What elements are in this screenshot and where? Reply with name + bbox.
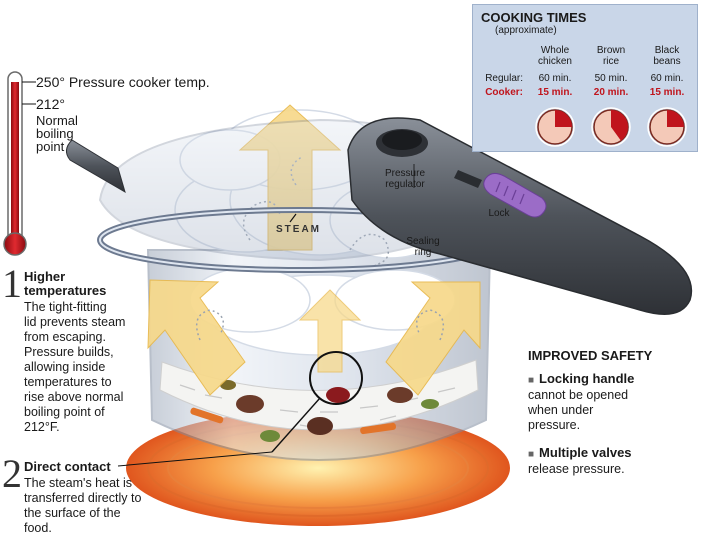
long-handle bbox=[347, 117, 693, 315]
cooker-time-rice: 20 min. bbox=[593, 87, 629, 98]
safety-item-locking: Locking handle cannot be opened when und… bbox=[528, 372, 708, 433]
safety-title: IMPROVED SAFETY bbox=[528, 348, 653, 363]
regular-time-beans: 60 min. bbox=[650, 73, 684, 84]
pressure-temp-label: 250° Pressure cooker temp. bbox=[36, 74, 210, 90]
section2-body: The steam's heat is transferred directly… bbox=[24, 476, 142, 535]
safety-item-valves: Multiple valves release pressure. bbox=[528, 446, 708, 477]
section2-heading: Direct contact bbox=[24, 459, 111, 474]
clock-icon-chicken bbox=[535, 107, 575, 147]
cooking-time-clocks bbox=[535, 107, 687, 147]
section1-body: The tight-fitting lid prevents steam fro… bbox=[24, 300, 126, 434]
section2-number: 2 bbox=[2, 451, 22, 496]
regular-time-rice: 50 min. bbox=[594, 73, 628, 84]
lock-label: Lock bbox=[488, 208, 510, 219]
clock-wedge bbox=[611, 110, 628, 141]
row-label-regular: Regular: bbox=[485, 73, 523, 84]
clock-icon-rice bbox=[591, 107, 631, 147]
steam-label: STEAM bbox=[276, 224, 321, 235]
normal-temp-value: 212° bbox=[36, 96, 65, 112]
row-label-cooker: Cooker: bbox=[485, 87, 523, 98]
cooking-times-title: COOKING TIMES bbox=[481, 10, 587, 25]
cooker-time-beans: 15 min. bbox=[649, 87, 685, 98]
side-handle bbox=[66, 139, 126, 194]
clock-wedge bbox=[667, 110, 684, 127]
cooking-times-subtitle: (approximate) bbox=[495, 25, 557, 36]
regular-time-chicken: 60 min. bbox=[538, 73, 572, 84]
detail-circle bbox=[117, 351, 363, 467]
cooker-time-chicken: 15 min. bbox=[537, 87, 573, 98]
normal-boiling-label: Normal boiling point bbox=[36, 113, 78, 154]
section1-number: 1 bbox=[2, 261, 22, 306]
thermometer bbox=[3, 71, 36, 256]
clock-icon-beans bbox=[647, 107, 687, 147]
clock-wedge bbox=[555, 110, 572, 127]
